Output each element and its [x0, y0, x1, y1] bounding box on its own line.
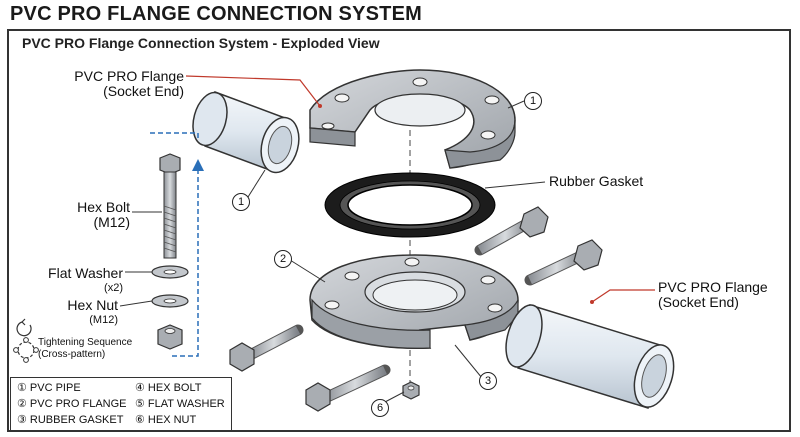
pvc-flange-bottom [309, 254, 519, 350]
hex-bolt-lower-2 [305, 364, 391, 412]
hex-nut-vertical [157, 324, 183, 350]
leader-callout-2 [289, 259, 326, 283]
assembly-path-arrow [172, 159, 204, 357]
leader-flange-right [591, 289, 655, 303]
parts-legend: ① PVC PIPE ② PVC PRO FLANGE ③ RUBBER GAS… [10, 377, 232, 431]
label-hex-nut: Hex Nut (M12) [67, 297, 118, 327]
legend-item: ⑤ FLAT WASHER [135, 398, 225, 410]
leader-callout-3 [454, 344, 483, 379]
callout-1-flange: 1 [524, 92, 542, 110]
callout-2-flange: 2 [274, 250, 292, 268]
flat-washer-2 [151, 294, 189, 308]
legend-item: ⑥ HEX NUT [135, 414, 197, 426]
legend-item: ④ HEX BOLT [135, 382, 202, 394]
pvc-pipe-right [505, 304, 675, 409]
callout-6: 6 [371, 399, 389, 417]
callout-1-pipe: 1 [232, 193, 250, 211]
leader-flange-top [185, 75, 321, 107]
label-flange-right: PVC PRO Flange (Socket End) [658, 279, 768, 310]
leader-hex-nut [119, 300, 153, 307]
legend-item: ① PVC PIPE [17, 382, 81, 394]
label-tightening-sequence: Tightening Sequence (Cross-pattern) [38, 337, 133, 360]
pvc-pipe-top [192, 90, 300, 174]
label-flange-top: PVC PRO Flange (Socket End) [74, 68, 184, 99]
hex-nut-small [402, 381, 420, 400]
leader-callout-6 [384, 391, 405, 403]
rubber-gasket [324, 172, 496, 238]
callout-3: 3 [479, 372, 497, 390]
flat-washer-1 [151, 265, 189, 279]
page-title: PVC PRO FLANGE CONNECTION SYSTEM [10, 3, 422, 25]
diagram-frame [7, 29, 791, 432]
pvc-flange-top [309, 69, 516, 169]
assembly-path-top [150, 132, 199, 140]
diagram-subtitle: PVC PRO Flange Connection System - Explo… [22, 35, 380, 51]
leader-callout-1-pipe [247, 169, 266, 198]
legend-item: ② PVC PRO FLANGE [17, 398, 127, 410]
leader-callout-1-top [507, 100, 525, 109]
hex-bolt-lower-1 [229, 324, 304, 372]
tightening-sequence-icon [13, 318, 39, 363]
hex-bolt-right-1 [474, 206, 549, 256]
leader-gasket [484, 181, 546, 189]
label-flat-washer: Flat Washer (x2) [48, 265, 123, 295]
legend-item: ③ RUBBER GASKET [17, 414, 124, 426]
hex-bolt-vertical [159, 153, 181, 259]
label-hex-bolt: Hex Bolt (M12) [77, 199, 130, 230]
label-rubber-gasket: Rubber Gasket [549, 173, 644, 189]
hex-bolt-right-2 [524, 239, 603, 286]
